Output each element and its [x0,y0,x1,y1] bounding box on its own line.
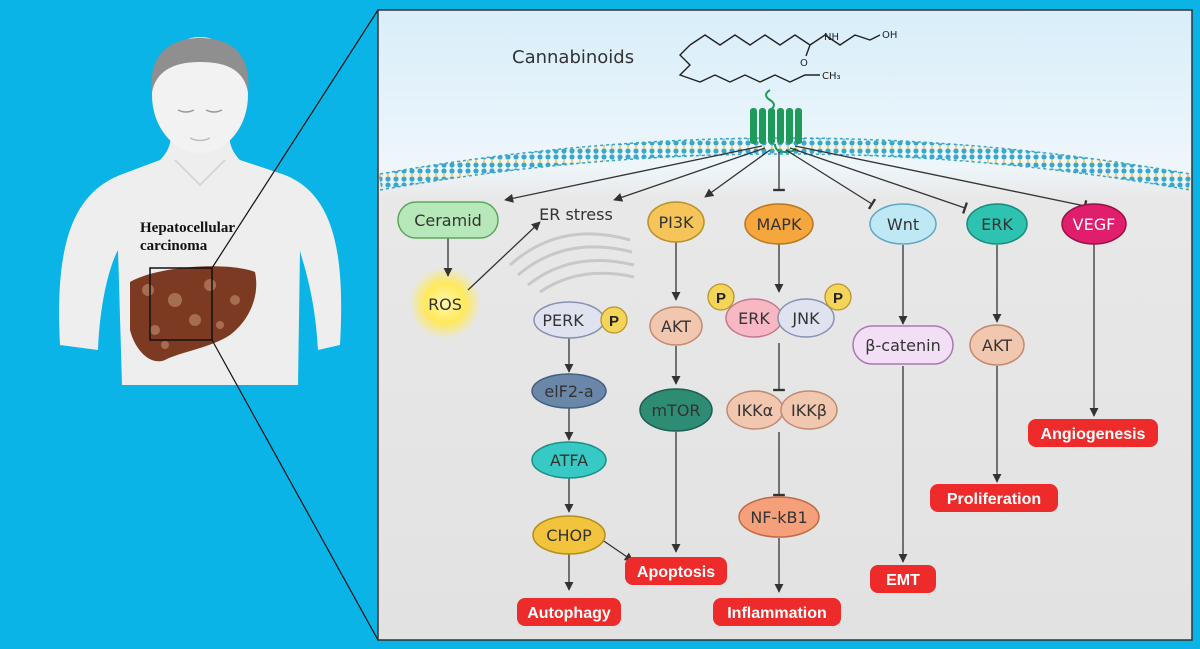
liver-illustration [130,266,257,362]
cb-receptor [750,89,802,154]
node-erk-2: ERK [966,203,1028,245]
svg-text:AKT: AKT [982,336,1012,355]
node-ros: ROS [428,295,462,314]
svg-text:mTOR: mTOR [651,401,700,420]
zoom-line-bottom [211,339,379,641]
svg-text:Ceramid: Ceramid [414,211,482,230]
er-illustration [508,232,635,294]
node-chop: CHOP [532,515,606,555]
ros-glow [409,267,481,339]
chem-nh: NH [824,32,839,43]
cell-membrane [378,138,1192,190]
svg-text:P: P [609,313,619,330]
zoom-line-top [211,9,379,269]
svg-text:ERK: ERK [981,215,1013,234]
chem-oh: OH [882,30,897,41]
svg-text:EMT: EMT [886,572,920,589]
svg-text:Autophagy: Autophagy [527,605,611,622]
svg-text:elF2-a: elF2-a [544,382,593,401]
node-jnk: JNK [777,298,835,338]
node-vegf: VEGF [1061,203,1127,245]
outcome-angiogenesis: Angiogenesis [1028,419,1158,447]
phospho-jnk: P [824,283,852,311]
person-illustration [59,37,342,385]
outcome-autophagy: Autophagy [517,598,621,626]
svg-text:JNK: JNK [791,309,820,328]
node-eif2a: elF2-a [531,373,607,409]
node-er-stress: ER stress [539,205,613,224]
receptor-signals [504,145,1088,214]
outcome-proliferation: Proliferation [930,484,1058,512]
node-atfa: ATFA [531,441,607,479]
pathway-edges [443,221,1099,593]
svg-text:β-catenin: β-catenin [865,336,940,355]
node-ceramid: Ceramid [397,201,499,239]
node-mtor: mTOR [639,388,713,432]
node-nfkb1: NF-kB1 [738,496,820,538]
zoom-box [149,267,213,341]
node-pi3k: PI3K [647,201,705,243]
node-ikkb: IKKβ [780,390,838,430]
outcome-apoptosis: Apoptosis [625,557,727,585]
svg-text:PERK: PERK [542,311,584,330]
svg-text:ATFA: ATFA [550,451,588,470]
node-ikka: IKKα [726,390,784,430]
svg-text:Wnt: Wnt [887,215,919,234]
svg-text:Apoptosis: Apoptosis [637,564,715,581]
svg-text:PI3K: PI3K [658,213,694,232]
svg-text:IKKβ: IKKβ [791,401,827,420]
node-mapk: MAPK [744,203,814,245]
cannabinoid-molecule [678,34,881,83]
svg-text:Inflammation: Inflammation [727,605,827,622]
node-perk: PERK [533,301,605,339]
phospho-perk: P [600,306,628,334]
svg-text:AKT: AKT [661,317,691,336]
node-akt-2: AKT [969,324,1025,366]
hcc-label-line1: Hepatocellular [140,220,235,236]
svg-text:P: P [716,290,726,307]
node-bcatenin: β-catenin [852,325,954,365]
node-erk-1: ERK [725,298,783,338]
svg-text:Proliferation: Proliferation [947,491,1041,508]
hcc-label-line2: carcinoma [140,238,208,254]
svg-text:VEGF: VEGF [1073,215,1116,234]
outcome-emt: EMT [870,565,936,593]
chem-ch3: CH₃ [822,71,841,82]
node-wnt: Wnt [869,203,937,245]
phospho-erk: P [707,283,735,311]
node-akt-1: AKT [649,306,703,346]
svg-text:ERK: ERK [738,309,770,328]
svg-text:IKKα: IKKα [737,401,773,420]
outcome-inflammation: Inflammation [713,598,841,626]
svg-text:P: P [833,290,843,307]
cannabinoids-label: Cannabinoids [512,47,634,68]
chem-o: O [800,58,808,69]
svg-text:MAPK: MAPK [757,215,802,234]
svg-text:NF-kB1: NF-kB1 [750,508,807,527]
svg-text:CHOP: CHOP [546,526,592,545]
svg-text:Angiogenesis: Angiogenesis [1041,426,1146,443]
